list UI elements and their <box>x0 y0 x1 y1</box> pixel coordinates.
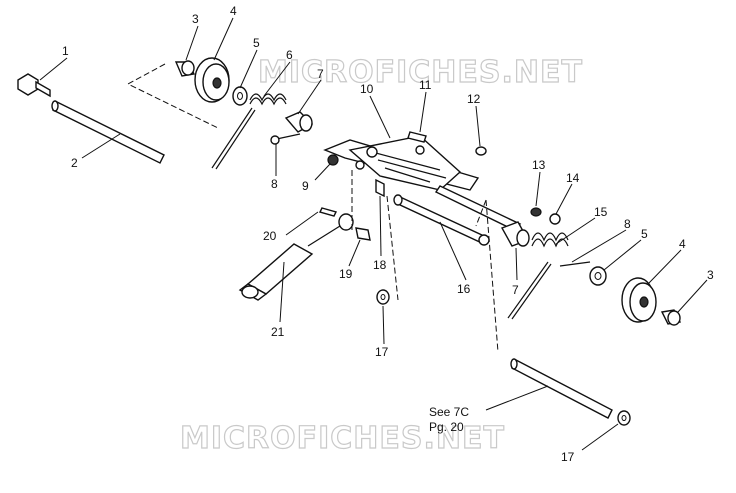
reference-note: See 7C Pg. 20 <box>429 405 469 434</box>
nut-part-13 <box>530 207 542 217</box>
callout-17-center: 17 <box>375 345 389 359</box>
callout-7-top: 7 <box>317 67 324 81</box>
callout-10: 10 <box>360 82 374 96</box>
bolt-part-11 <box>407 131 427 143</box>
nut-part-9 <box>327 154 339 166</box>
shaft-part-2 <box>51 100 165 164</box>
callout-1: 1 <box>62 44 69 58</box>
shock-absorber-part-21 <box>238 213 354 301</box>
callout-15: 15 <box>594 205 608 219</box>
callout-13: 13 <box>532 158 546 172</box>
callout-18: 18 <box>373 258 387 272</box>
note-line-1: See 7C <box>429 405 469 419</box>
bolt-part-18 <box>375 178 385 198</box>
spring-part-15 <box>507 232 591 320</box>
watermark-bottom: MICROFICHES.NET <box>180 421 505 456</box>
callout-20: 20 <box>263 229 277 243</box>
leader-lines <box>39 17 708 451</box>
callout-5-right: 5 <box>641 227 648 241</box>
watermark-top: MICROFICHES.NET <box>258 55 583 90</box>
callout-19: 19 <box>339 267 353 281</box>
nut-part-14 <box>549 213 561 225</box>
spacer-part-3-right <box>660 309 682 326</box>
callout-4-right: 4 <box>679 237 686 251</box>
washer-part-5-right <box>589 266 607 286</box>
main-frame-part-10 <box>323 135 480 191</box>
callout-17-right: 17 <box>561 450 575 464</box>
bushing-part-7-top <box>284 111 314 133</box>
washer-part-17-bottom-right <box>617 410 631 426</box>
wheel-part-4-right <box>621 277 657 323</box>
callout-9: 9 <box>302 179 309 193</box>
callout-5-top: 5 <box>253 36 260 50</box>
callout-12: 12 <box>467 92 481 106</box>
alignment-lines <box>126 63 499 353</box>
shaft-part-see-7c <box>510 358 613 419</box>
nut-part-12 <box>475 146 487 156</box>
bolt-part-1 <box>17 73 51 98</box>
callout-8-right: 8 <box>624 217 631 231</box>
pin-part-20 <box>318 207 338 217</box>
rail-part-16 <box>393 185 522 246</box>
callout-2: 2 <box>71 156 78 170</box>
callout-16: 16 <box>457 282 471 296</box>
callout-14: 14 <box>566 171 580 185</box>
bushing-part-19 <box>355 227 371 241</box>
callout-7-right: 7 <box>512 283 519 297</box>
washer-part-5-top <box>232 86 248 106</box>
note-line-2: Pg. 20 <box>429 420 464 434</box>
bushing-part-7-right <box>500 221 530 247</box>
callout-3-right: 3 <box>707 268 714 282</box>
callout-3-top: 3 <box>192 12 199 26</box>
callout-4-top: 4 <box>230 4 237 18</box>
spring-part-6 <box>211 93 287 170</box>
callout-21: 21 <box>271 325 285 339</box>
callout-labels: 1 2 3 4 5 6 7 8 9 10 11 12 13 14 15 8 5 … <box>62 4 714 464</box>
washer-part-17-bottom-center <box>376 289 390 305</box>
link-part-8-top <box>270 133 301 145</box>
spacer-part-3-top <box>174 60 196 77</box>
callout-8-top: 8 <box>271 177 278 191</box>
callout-11: 11 <box>419 78 432 92</box>
wheel-part-4-top <box>194 57 230 103</box>
callout-6: 6 <box>286 48 293 62</box>
